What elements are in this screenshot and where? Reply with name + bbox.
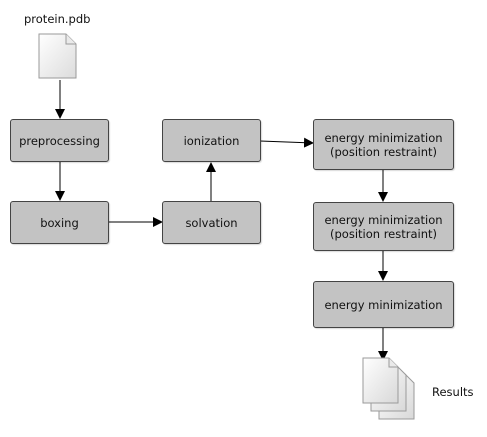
node-solvation-label: solvation (185, 215, 238, 230)
node-ionization: ionization (162, 119, 261, 162)
node-em3-label: energy minimization (324, 297, 443, 312)
node-ionization-label: ionization (183, 133, 240, 148)
document-icon (38, 33, 77, 79)
node-em2-line1: energy minimization (324, 212, 443, 227)
results-label: Results (432, 385, 474, 399)
node-energy-minimization-restraint-2: energy minimization (position restraint) (313, 202, 454, 251)
node-preprocessing-label: preprocessing (19, 133, 100, 148)
node-energy-minimization: energy minimization (313, 281, 454, 328)
node-energy-minimization-restraint-1: energy minimization (position restraint) (313, 119, 454, 170)
node-boxing-label: boxing (40, 215, 79, 230)
node-preprocessing: preprocessing (10, 119, 109, 162)
node-em1-line1: energy minimization (324, 130, 443, 145)
node-em2-line2: (position restraint) (330, 226, 437, 241)
arrow-ionization-to-em1 (259, 137, 314, 148)
documents-stack-icon (362, 357, 415, 420)
node-boxing: boxing (10, 201, 109, 244)
input-filename: protein.pdb (24, 12, 91, 26)
node-solvation: solvation (162, 201, 261, 244)
node-em1-line2: (position restraint) (330, 144, 437, 159)
